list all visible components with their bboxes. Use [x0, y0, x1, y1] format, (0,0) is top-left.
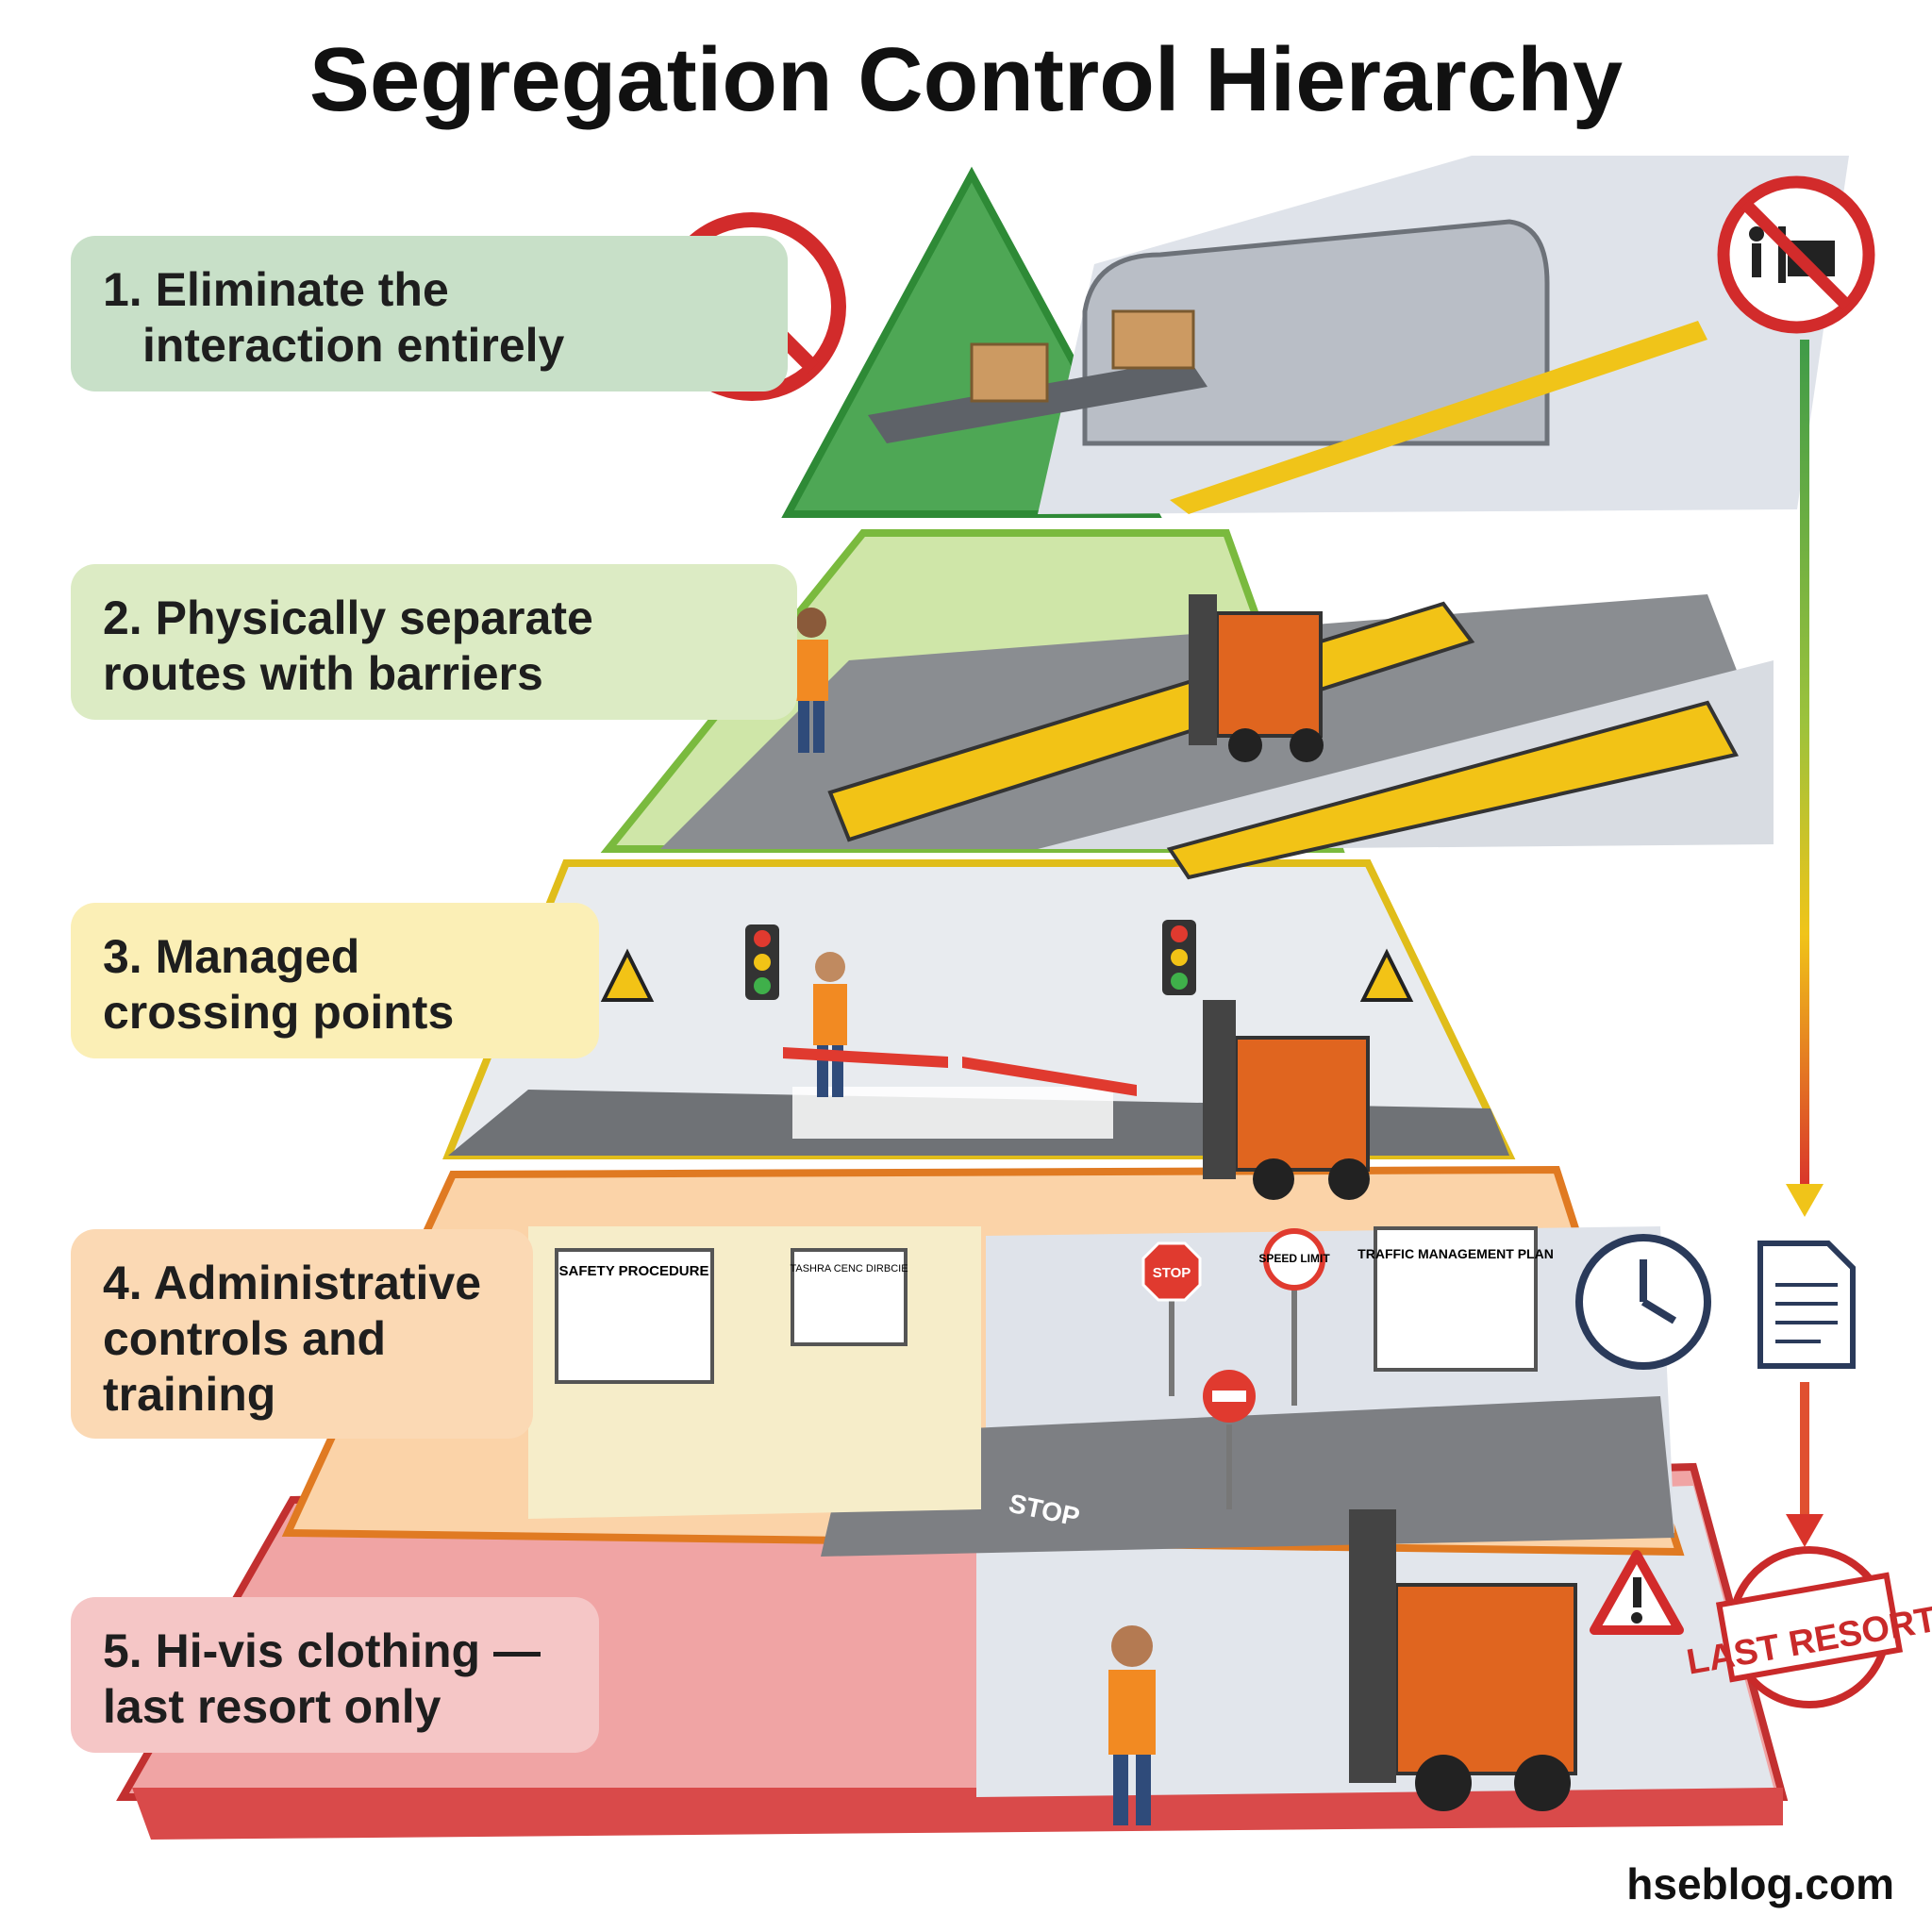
- level-2-line-2: routes with barriers: [103, 647, 543, 700]
- level-label-4: 4. Administrative controls and training: [71, 1229, 533, 1439]
- forklift-tier-5: [1349, 1509, 1577, 1811]
- level-3-line-2: crossing points: [103, 986, 455, 1039]
- level-2-line-1: 2. Physically separate: [103, 591, 593, 644]
- level-3-line-1: 3. Managed: [103, 930, 360, 983]
- page-title: Segregation Control Hierarchy: [308, 29, 1624, 130]
- last-resort-stamp: LAST RESORT: [1684, 1546, 1932, 1708]
- worker-tier-5: [1108, 1625, 1156, 1825]
- schedule-board-text: TASHRA CENC DIRBCIE: [790, 1263, 908, 1274]
- level-label-1: 1. Eliminate the interaction entirely: [71, 236, 788, 391]
- speed-limit-sign: SPEED LIMIT: [1258, 1228, 1330, 1406]
- level-4-line-1: 4. Administrative: [103, 1257, 482, 1309]
- no-entry-sign: [1203, 1370, 1256, 1509]
- hierarchy-flow-arrow: [1786, 340, 1824, 1547]
- hazard-sign-icon: [600, 948, 1414, 1002]
- level-label-2: 2. Physically separate routes with barri…: [71, 564, 797, 720]
- barrier-arm: [783, 1047, 948, 1068]
- level-5-line-2: last resort only: [103, 1680, 441, 1733]
- level-4-line-3: training: [103, 1368, 276, 1421]
- warning-icon: [1590, 1550, 1684, 1635]
- forklift-tier-2: [1189, 594, 1324, 762]
- tunnel-scene: [868, 156, 1849, 514]
- traffic-light-icon: [745, 920, 1196, 1000]
- forklift-tier-3: [1203, 1000, 1370, 1200]
- footer-site-name: hseblog.com: [1626, 1859, 1894, 1908]
- safety-procedure-board: SAFETY PROCEDURE: [555, 1248, 714, 1384]
- level-1-line-1: 1. Eliminate the: [103, 263, 449, 316]
- no-pedestrian-forklift-icon: [1717, 175, 1875, 334]
- traffic-plan-board: TRAFFIC MANAGEMENT PLAN: [1357, 1226, 1554, 1372]
- level-5-line-1: 5. Hi-vis clothing —: [103, 1624, 541, 1677]
- document-icon: [1757, 1241, 1856, 1369]
- schedule-board: TASHRA CENC DIRBCIE: [790, 1248, 908, 1346]
- level-label-5: 5. Hi-vis clothing — last resort only: [71, 1597, 599, 1753]
- worker-tier-2: [794, 608, 828, 753]
- clock-icon: [1575, 1234, 1711, 1370]
- level-4-line-2: controls and: [103, 1312, 387, 1365]
- safety-procedure-text: SAFETY PROCEDURE: [559, 1263, 709, 1279]
- traffic-plan-text: TRAFFIC MANAGEMENT PLAN: [1357, 1246, 1554, 1261]
- speed-limit-text: SPEED LIMIT: [1258, 1252, 1330, 1265]
- worker-tier-3: [813, 952, 847, 1097]
- stop-sign-text: STOP: [1153, 1265, 1191, 1281]
- level-label-3: 3. Managed crossing points: [71, 903, 599, 1058]
- stop-sign: STOP: [1141, 1241, 1202, 1396]
- barrier-arm: [962, 1057, 1137, 1096]
- level-1-line-2: interaction entirely: [142, 319, 565, 372]
